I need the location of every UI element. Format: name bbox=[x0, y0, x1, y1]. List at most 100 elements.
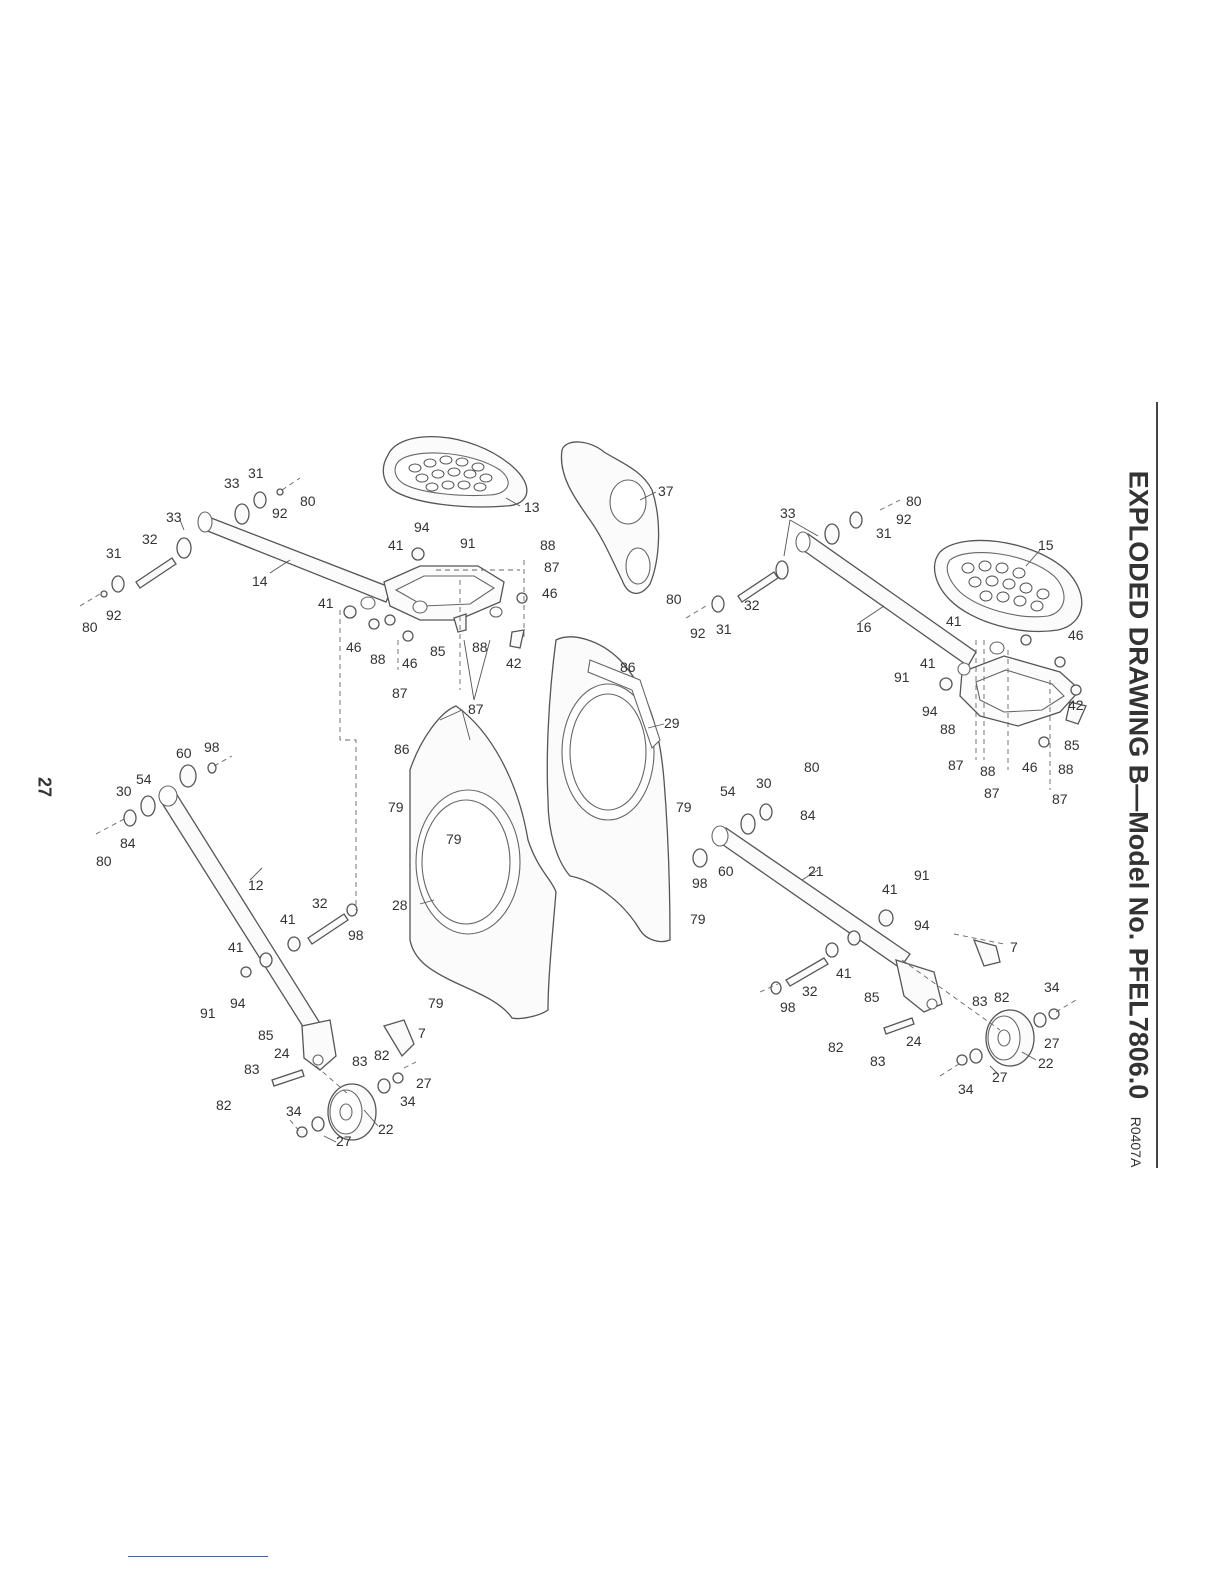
part-label: 34 bbox=[400, 1093, 416, 1109]
part-label: 80 bbox=[666, 591, 682, 607]
part-label: 80 bbox=[906, 493, 922, 509]
part-label: 27 bbox=[336, 1133, 352, 1149]
part-label: 86 bbox=[620, 659, 636, 675]
right-shroud bbox=[546, 636, 671, 943]
part-label: 33 bbox=[166, 509, 182, 525]
part-label: 30 bbox=[756, 775, 772, 791]
part-label: 41 bbox=[228, 939, 244, 955]
part-label: 87 bbox=[948, 757, 964, 773]
part-label: 42 bbox=[1068, 697, 1084, 713]
part-label: 32 bbox=[142, 531, 158, 547]
part-label: 98 bbox=[204, 739, 220, 755]
title-rule bbox=[1156, 402, 1158, 1168]
upper-cover bbox=[560, 441, 660, 594]
part-label: 33 bbox=[224, 475, 240, 491]
left-shroud bbox=[409, 705, 557, 1020]
part-label: 80 bbox=[804, 759, 820, 775]
part-label: 79 bbox=[676, 799, 692, 815]
part-label: 7 bbox=[418, 1025, 426, 1041]
part-label: 98 bbox=[780, 999, 796, 1015]
part-label: 88 bbox=[540, 537, 556, 553]
part-label: 34 bbox=[958, 1081, 974, 1097]
part-label: 88 bbox=[1058, 761, 1074, 777]
part-label: 87 bbox=[1052, 791, 1068, 807]
assembly-lines bbox=[79, 477, 1077, 1133]
part-label: 79 bbox=[446, 831, 462, 847]
part-label: 80 bbox=[96, 853, 112, 869]
part-label: 87 bbox=[984, 785, 1000, 801]
left-roller-wheel bbox=[271, 1069, 404, 1141]
part-label: 28 bbox=[392, 897, 408, 913]
part-label: 82 bbox=[374, 1047, 390, 1063]
part-label: 14 bbox=[252, 573, 268, 589]
part-label: 24 bbox=[274, 1045, 290, 1061]
part-label: 29 bbox=[664, 715, 680, 731]
part-label: 85 bbox=[1064, 737, 1080, 753]
part-label: 22 bbox=[1038, 1055, 1054, 1071]
part-label: 33 bbox=[780, 505, 796, 521]
part-label: 32 bbox=[802, 983, 818, 999]
part-label: 31 bbox=[106, 545, 122, 561]
part-label: 41 bbox=[318, 595, 334, 611]
part-label: 88 bbox=[472, 639, 488, 655]
part-label: 22 bbox=[378, 1121, 394, 1137]
part-label: 34 bbox=[286, 1103, 302, 1119]
part-label: 41 bbox=[836, 965, 852, 981]
part-label: 94 bbox=[230, 995, 246, 1011]
part-label: 98 bbox=[692, 875, 708, 891]
part-label: 27 bbox=[992, 1069, 1008, 1085]
part-label: 32 bbox=[744, 597, 760, 613]
part-label: 85 bbox=[430, 643, 446, 659]
part-label: 46 bbox=[402, 655, 418, 671]
part-label: 88 bbox=[940, 721, 956, 737]
part-label: 82 bbox=[994, 989, 1010, 1005]
part-label: 16 bbox=[856, 619, 872, 635]
left-pedal bbox=[382, 435, 528, 508]
part-label: 94 bbox=[914, 917, 930, 933]
part-label: 31 bbox=[248, 465, 264, 481]
right-pedal bbox=[933, 539, 1083, 633]
part-label: 30 bbox=[116, 783, 132, 799]
right-crank-arm bbox=[711, 825, 1001, 1013]
part-label: 34 bbox=[1044, 979, 1060, 995]
part-label: 92 bbox=[272, 505, 288, 521]
part-label: 83 bbox=[352, 1053, 368, 1069]
part-label: 46 bbox=[542, 585, 558, 601]
left-crank-arm bbox=[158, 785, 415, 1071]
part-label: 94 bbox=[414, 519, 430, 535]
footer-rule bbox=[128, 1556, 268, 1557]
part-label: 91 bbox=[200, 1005, 216, 1021]
part-label: 79 bbox=[690, 911, 706, 927]
part-label: 92 bbox=[690, 625, 706, 641]
part-label: 31 bbox=[876, 525, 892, 541]
part-label: 87 bbox=[468, 701, 484, 717]
part-label: 82 bbox=[828, 1039, 844, 1055]
part-label: 41 bbox=[280, 911, 296, 927]
part-label: 79 bbox=[388, 799, 404, 815]
part-label: 24 bbox=[906, 1033, 922, 1049]
part-label: 41 bbox=[388, 537, 404, 553]
part-label: 41 bbox=[882, 881, 898, 897]
part-label: 83 bbox=[972, 993, 988, 1009]
part-label: 82 bbox=[216, 1097, 232, 1113]
part-label: 87 bbox=[544, 559, 560, 575]
part-label: 85 bbox=[258, 1027, 274, 1043]
part-label: 80 bbox=[82, 619, 98, 635]
part-label: 31 bbox=[716, 621, 732, 637]
part-label: 41 bbox=[946, 613, 962, 629]
part-label: 54 bbox=[136, 771, 152, 787]
leader-lines bbox=[179, 491, 1041, 1143]
part-label: 88 bbox=[370, 651, 386, 667]
part-label: 86 bbox=[394, 741, 410, 757]
part-label: 21 bbox=[808, 863, 824, 879]
part-label: 92 bbox=[106, 607, 122, 623]
part-label: 98 bbox=[348, 927, 364, 943]
part-label: 87 bbox=[392, 685, 408, 701]
part-label: 37 bbox=[658, 483, 674, 499]
part-label: 42 bbox=[506, 655, 522, 671]
part-label: 46 bbox=[1068, 627, 1084, 643]
part-label: 46 bbox=[346, 639, 362, 655]
part-label: 88 bbox=[980, 763, 996, 779]
hardware bbox=[100, 488, 1082, 995]
